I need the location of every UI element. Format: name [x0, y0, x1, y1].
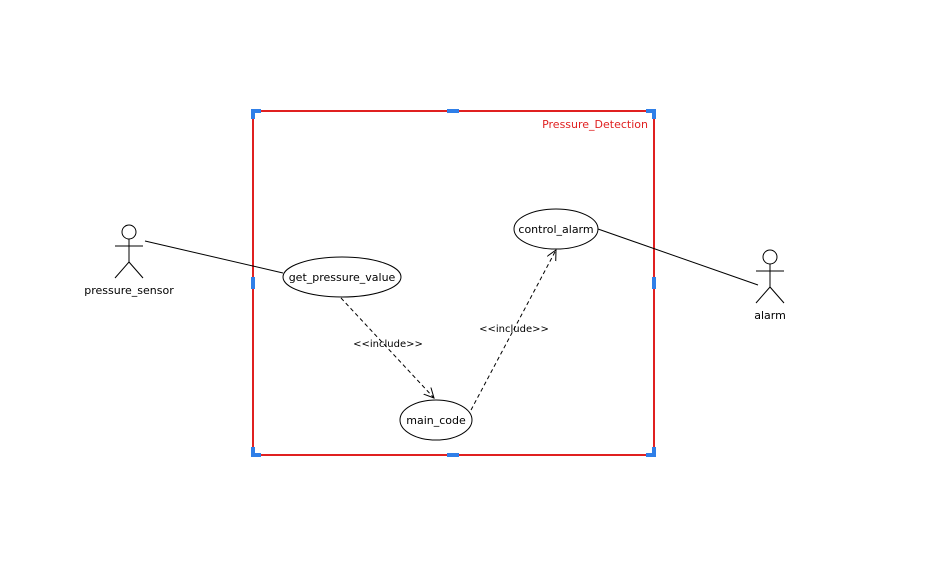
association-sensor-get-pressure[interactable]: [144, 240, 284, 274]
handle-top-middle[interactable]: [447, 109, 459, 113]
include-label-left: <<include>>: [353, 339, 423, 350]
use-case-label: main_code: [406, 414, 466, 427]
system-boundary[interactable]: Pressure_Detection: [251, 109, 656, 457]
handle-right-middle[interactable]: [652, 277, 656, 289]
stick-figure-icon: [755, 249, 785, 304]
association-control-alarm-actor[interactable]: [597, 228, 759, 286]
handle-top-right[interactable]: [646, 109, 656, 119]
use-case-main-code[interactable]: main_code: [399, 399, 473, 441]
include-arrow-main-to-control[interactable]: [470, 250, 556, 411]
use-case-label: get_pressure_value: [289, 271, 396, 284]
use-case-label: control_alarm: [518, 223, 593, 236]
actor-label: alarm: [754, 309, 786, 322]
actor-alarm[interactable]: alarm: [754, 249, 786, 322]
actor-label: pressure_sensor: [84, 284, 174, 297]
use-case-get-pressure-value[interactable]: get_pressure_value: [282, 256, 402, 298]
selection-handles[interactable]: [251, 109, 656, 457]
handle-bottom-right[interactable]: [646, 447, 656, 457]
handle-bottom-middle[interactable]: [447, 453, 459, 457]
stick-figure-icon: [114, 224, 144, 279]
use-case-ellipse[interactable]: [513, 208, 599, 250]
handle-top-left[interactable]: [251, 109, 261, 119]
actor-pressure-sensor[interactable]: pressure_sensor: [84, 224, 174, 297]
handle-left-middle[interactable]: [251, 277, 255, 289]
handle-bottom-left[interactable]: [251, 447, 261, 457]
include-label-right: <<include>>: [479, 324, 549, 335]
use-case-ellipse[interactable]: [282, 256, 402, 298]
use-case-control-alarm[interactable]: control_alarm: [513, 208, 599, 250]
include-arrow-get-pressure-to-main[interactable]: [340, 297, 434, 398]
use-case-ellipse[interactable]: [399, 399, 473, 441]
system-boundary-name: Pressure_Detection: [542, 118, 648, 131]
